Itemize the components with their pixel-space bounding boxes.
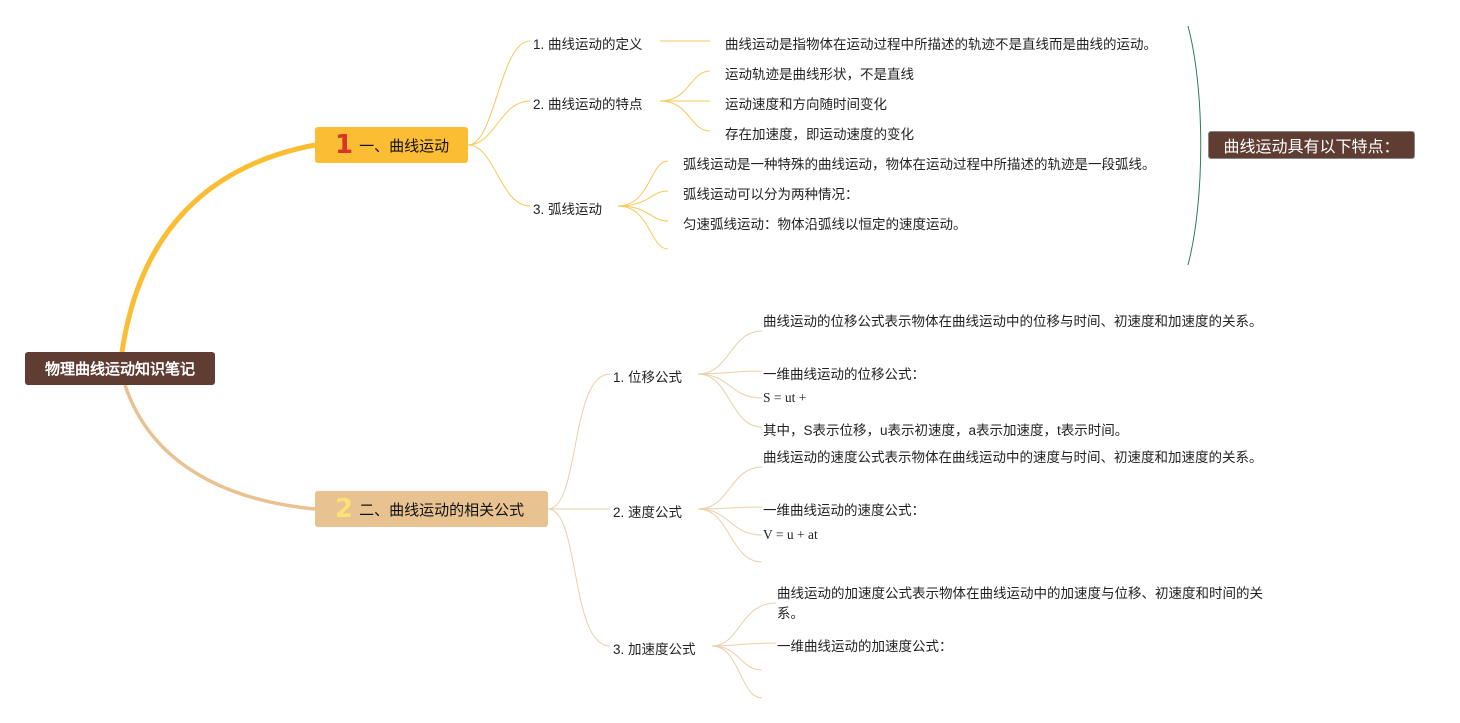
topic-acceleration-formula[interactable]: 3. 加速度公式	[613, 642, 696, 657]
branch2-links	[547, 330, 777, 699]
leaf-acceleration-1[interactable]: 曲线运动的加速度公式表示物体在曲线运动中的加速度与位移、初速度和时间的关系。	[777, 586, 1263, 621]
branch2-number: 2	[335, 494, 354, 524]
branch2-node[interactable]: 2 二、曲线运动的相关公式	[315, 491, 548, 527]
leaf-acceleration-2[interactable]: 一维曲线运动的加速度公式：	[777, 639, 953, 654]
leaf-arc-2[interactable]: 弧线运动可以分为两种情况：	[683, 187, 859, 202]
leaf-velocity-3[interactable]: V = u + at	[763, 527, 818, 542]
topic-curve-features[interactable]: 2. 曲线运动的特点	[533, 97, 643, 112]
branch1-links	[467, 40, 711, 250]
topic-curve-definition[interactable]: 1. 曲线运动的定义	[533, 37, 643, 52]
leaf-displacement-1[interactable]: 曲线运动的位移公式表示物体在曲线运动中的位移与时间、初速度和加速度的关系。	[763, 314, 1263, 329]
branch1-number: 1	[335, 130, 354, 160]
summary-label: 曲线运动具有以下特点：	[1223, 139, 1400, 156]
root-title: 物理曲线运动知识笔记	[44, 361, 195, 378]
topic-velocity-formula[interactable]: 2. 速度公式	[613, 505, 683, 520]
leaf-arc-1[interactable]: 弧线运动是一种特殊的曲线运动，物体在运动过程中所描述的轨迹是一段弧线。	[683, 157, 1156, 172]
branch1-label: 一、曲线运动	[359, 137, 450, 155]
leaf-feature-1[interactable]: 运动轨迹是曲线形状，不是直线	[725, 67, 914, 82]
leaf-displacement-3[interactable]: S = ut +	[763, 390, 807, 405]
leaf-displacement-4[interactable]: 其中，S表示位移，u表示初速度，a表示加速度，t表示时间。	[763, 423, 1129, 438]
topic-arc-motion[interactable]: 3. 弧线运动	[533, 202, 603, 217]
leaf-feature-2[interactable]: 运动速度和方向随时间变化	[725, 97, 887, 112]
branch2-label: 二、曲线运动的相关公式	[359, 501, 525, 519]
root-to-branch2-line	[123, 384, 316, 511]
leaf-definition[interactable]: 曲线运动是指物体在运动过程中所描述的轨迹不是直线而是曲线的运动。	[725, 37, 1157, 52]
root-node[interactable]: 物理曲线运动知识笔记	[25, 352, 215, 385]
leaf-feature-3[interactable]: 存在加速度，即运动速度的变化	[725, 127, 914, 142]
summary-node[interactable]: 曲线运动具有以下特点：	[1208, 131, 1415, 159]
root-to-branch1-line	[119, 142, 316, 353]
leaf-velocity-2[interactable]: 一维曲线运动的速度公式：	[763, 503, 925, 518]
leaf-displacement-2[interactable]: 一维曲线运动的位移公式：	[763, 367, 925, 382]
topic-displacement-formula[interactable]: 1. 位移公式	[613, 370, 683, 385]
leaf-arc-3[interactable]: 匀速弧线运动：物体沿弧线以恒定的速度运动。	[683, 217, 967, 232]
summary-bracket	[1187, 25, 1202, 266]
branch1-node[interactable]: 1 一、曲线运动	[315, 127, 468, 163]
leaf-velocity-1[interactable]: 曲线运动的速度公式表示物体在曲线运动中的速度与时间、初速度和加速度的关系。	[763, 450, 1263, 465]
